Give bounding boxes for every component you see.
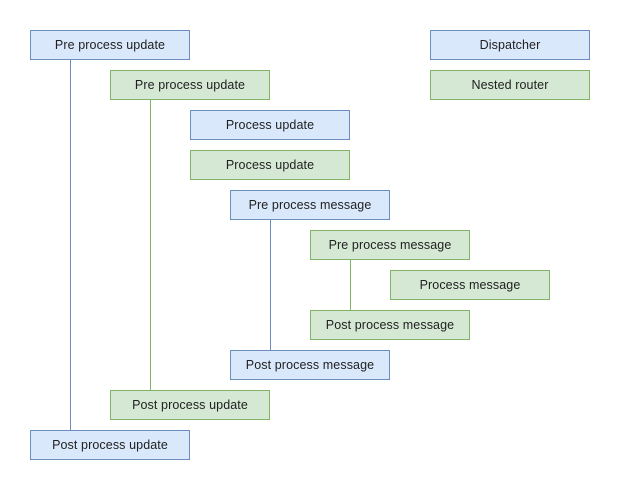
legend-item-dispatcher[interactable]: Dispatcher bbox=[430, 30, 590, 60]
node-post-process-update-router[interactable]: Post process update bbox=[110, 390, 270, 420]
connector-line-router-update bbox=[150, 100, 151, 390]
node-process-update-dispatcher[interactable]: Process update bbox=[190, 110, 350, 140]
legend-item-nested-router[interactable]: Nested router bbox=[430, 70, 590, 100]
node-label: Post process update bbox=[52, 437, 168, 452]
node-pre-process-update-router[interactable]: Pre process update bbox=[110, 70, 270, 100]
node-label: Pre process message bbox=[328, 237, 452, 252]
node-process-update-router[interactable]: Process update bbox=[190, 150, 350, 180]
node-post-process-update-dispatcher[interactable]: Post process update bbox=[30, 430, 190, 460]
node-pre-process-message-dispatcher[interactable]: Pre process message bbox=[230, 190, 390, 220]
node-label: Post process update bbox=[132, 397, 248, 412]
legend-item-dispatcher-label: Dispatcher bbox=[479, 37, 541, 52]
connector-line-dispatcher-message bbox=[270, 220, 271, 350]
node-label: Process update bbox=[225, 157, 315, 172]
node-post-process-message-router[interactable]: Post process message bbox=[310, 310, 470, 340]
legend-item-nested-router-label: Nested router bbox=[471, 77, 549, 92]
node-label: Pre process update bbox=[54, 37, 166, 52]
node-label: Pre process message bbox=[248, 197, 372, 212]
node-label: Pre process update bbox=[134, 77, 246, 92]
connector-line-dispatcher-update bbox=[70, 60, 71, 430]
node-label: Post process message bbox=[245, 357, 375, 372]
node-post-process-message-dispatcher[interactable]: Post process message bbox=[230, 350, 390, 380]
node-label: Process update bbox=[225, 117, 315, 132]
node-process-message-router[interactable]: Process message bbox=[390, 270, 550, 300]
node-pre-process-message-router[interactable]: Pre process message bbox=[310, 230, 470, 260]
node-pre-process-update-dispatcher[interactable]: Pre process update bbox=[30, 30, 190, 60]
node-label: Process message bbox=[419, 277, 521, 292]
node-label: Post process message bbox=[325, 317, 455, 332]
connector-line-router-message bbox=[350, 260, 351, 310]
